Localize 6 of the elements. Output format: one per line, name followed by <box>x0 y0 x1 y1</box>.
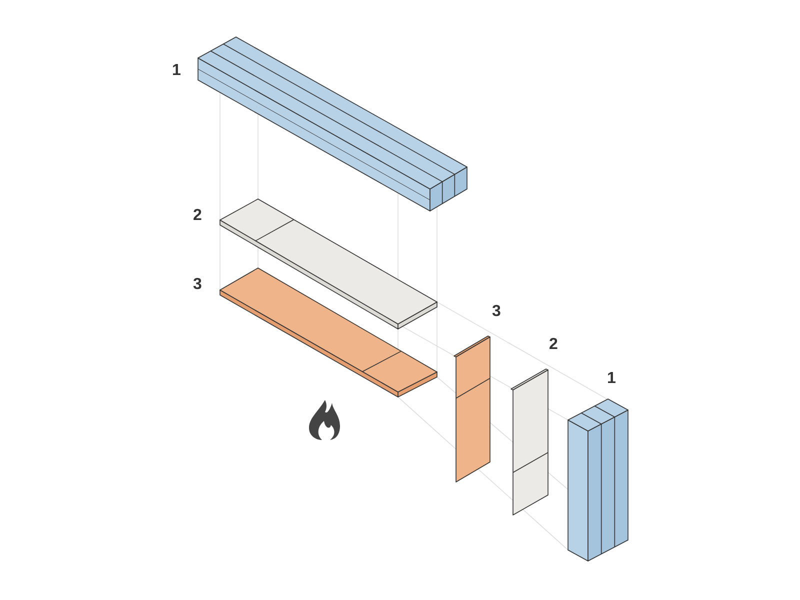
callout-number: 1 <box>607 370 616 388</box>
callout-number: 3 <box>492 303 501 321</box>
callout-number: 3 <box>193 276 202 294</box>
callout-number: 1 <box>172 62 181 80</box>
callout-number: 2 <box>549 336 558 354</box>
callout-number: 2 <box>193 207 202 225</box>
